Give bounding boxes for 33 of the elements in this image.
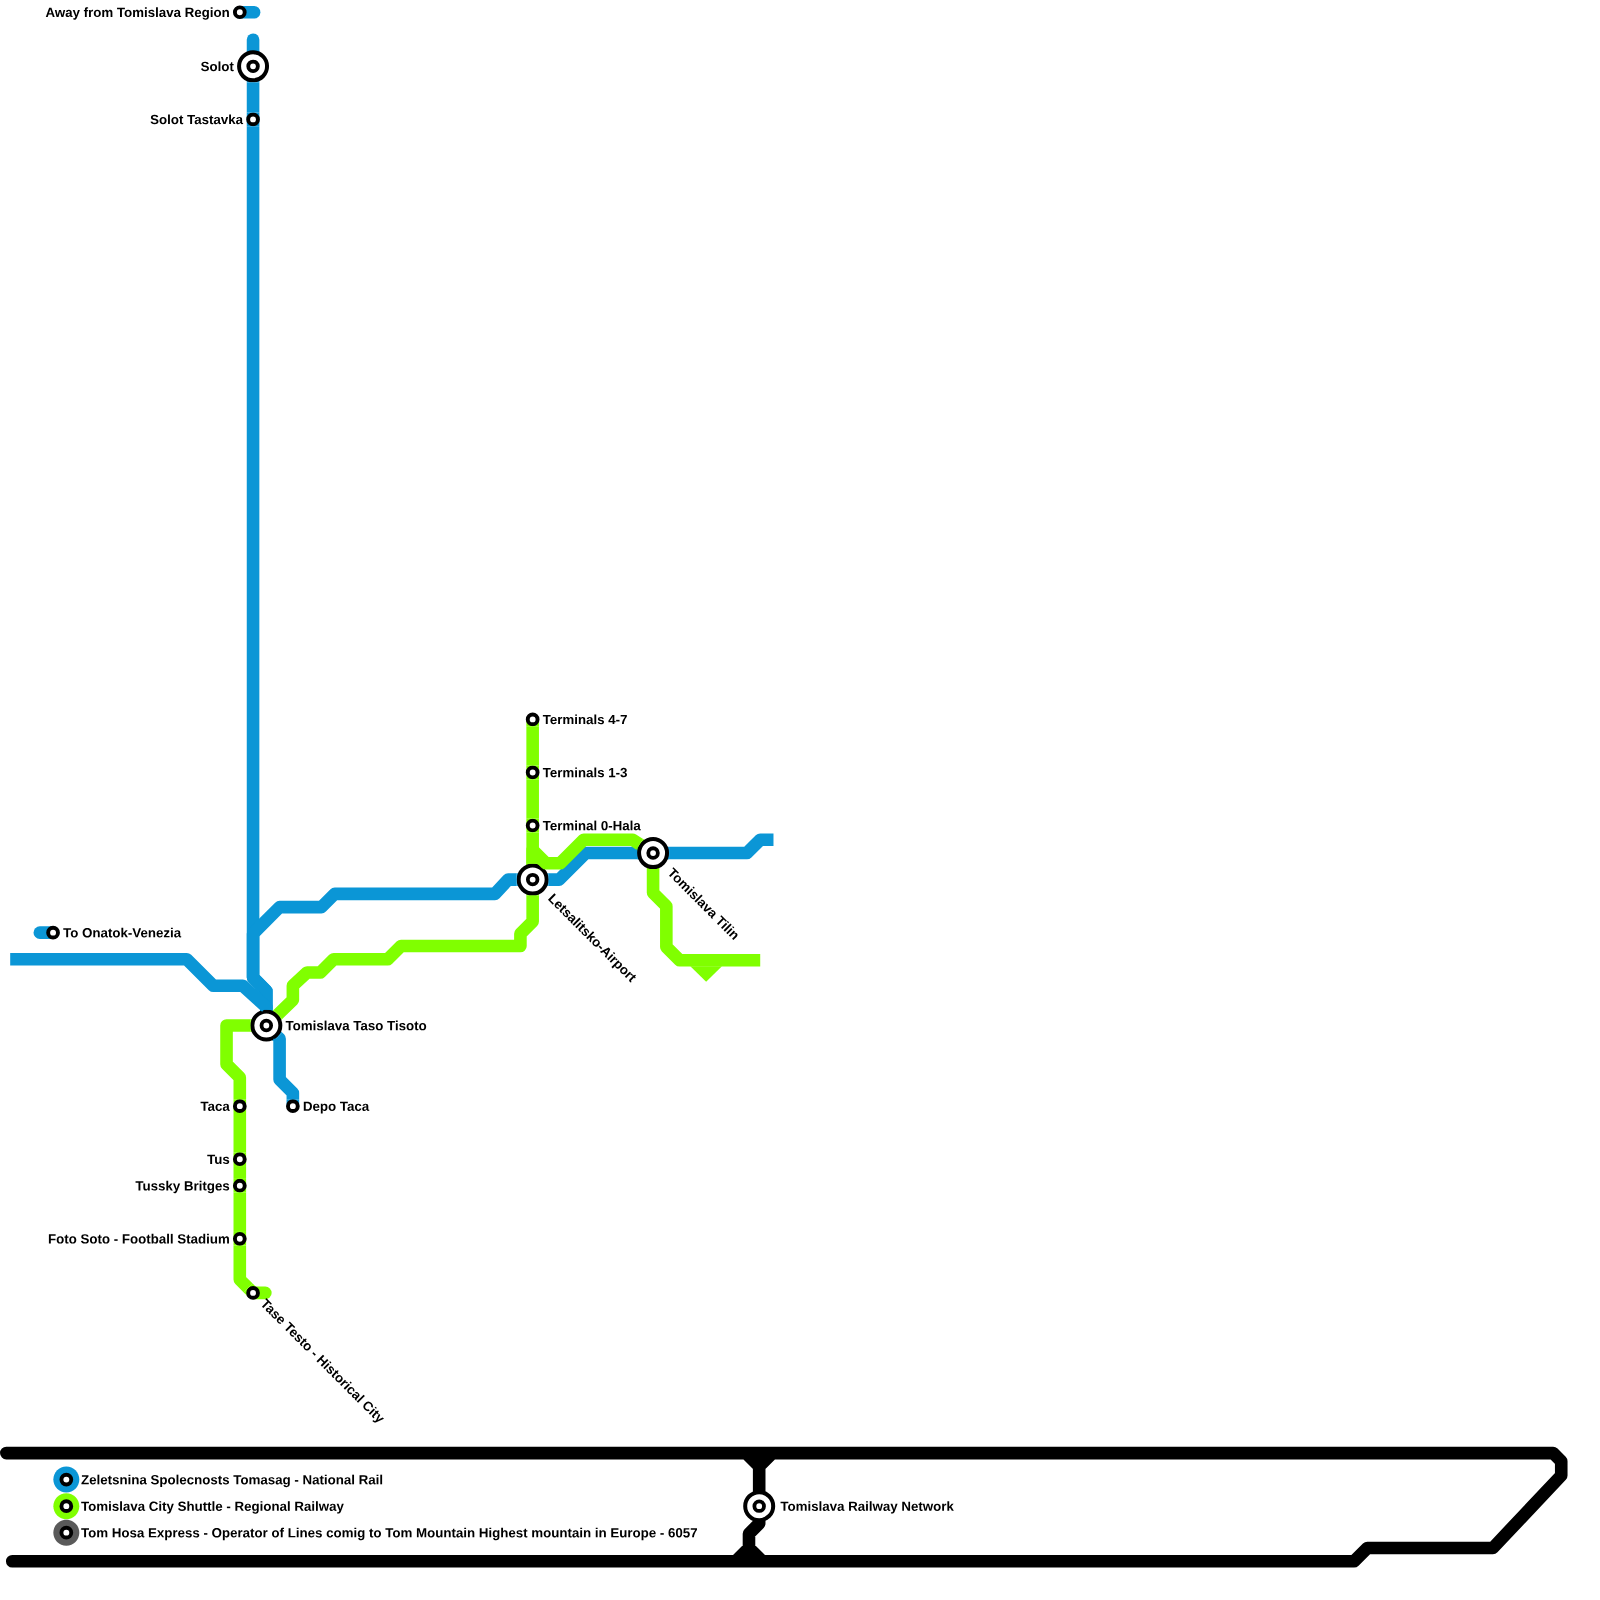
- station-name: Depo Taca: [303, 1101, 370, 1114]
- rail-line: [548, 846, 638, 886]
- station-name: Tus: [207, 1154, 230, 1164]
- rail-line: [272, 1032, 300, 1100]
- station-name: Tomislava Taso Tisoto: [285, 1020, 427, 1031]
- rail-line: [526, 779, 539, 819]
- rail-line: [220, 1019, 251, 1100]
- station-name: Terminals 1-3: [542, 767, 627, 778]
- rail-line: [233, 1166, 247, 1179]
- rail-line: [233, 1245, 253, 1293]
- rail-line: [246, 82, 260, 113]
- station-name: Solot Tastavka: [150, 114, 244, 125]
- rail-line: [246, 873, 517, 1010]
- title: Tomislava Railway Network: [780, 1501, 954, 1514]
- rail-line: [10, 952, 273, 1014]
- station-name: Terminal 0-Hala: [542, 820, 641, 831]
- legend-label: Tom Hosa Express - Operator of Lines comig to Tom Mountain Highest mountain in Europe - 6057: [81, 1527, 697, 1541]
- station-name: Tussky Britges: [135, 1180, 230, 1194]
- legend-label: Zeletsnina Spolecnosts Tomasag - National Rail: [81, 1474, 383, 1488]
- station-name: To Onatok-Venezia: [63, 927, 182, 938]
- station-name: Foto Soto - Football Stadium: [48, 1233, 229, 1244]
- station-name: Away from Tomislava Region: [45, 7, 229, 20]
- station-name: Solot: [201, 61, 234, 72]
- rail-line: [669, 833, 774, 860]
- station-name: Terminals 4-7: [542, 714, 627, 725]
- rail-line: [646, 869, 761, 967]
- rail-line: [233, 1192, 247, 1232]
- rail-line: [233, 1113, 247, 1153]
- station-name: Taca: [200, 1101, 230, 1111]
- legend-label: Tomislava City Shuttle - Regional Railway: [81, 1501, 344, 1514]
- rail-line: [526, 833, 644, 870]
- rail-line: [526, 726, 539, 766]
- rail-line: [273, 895, 539, 1019]
